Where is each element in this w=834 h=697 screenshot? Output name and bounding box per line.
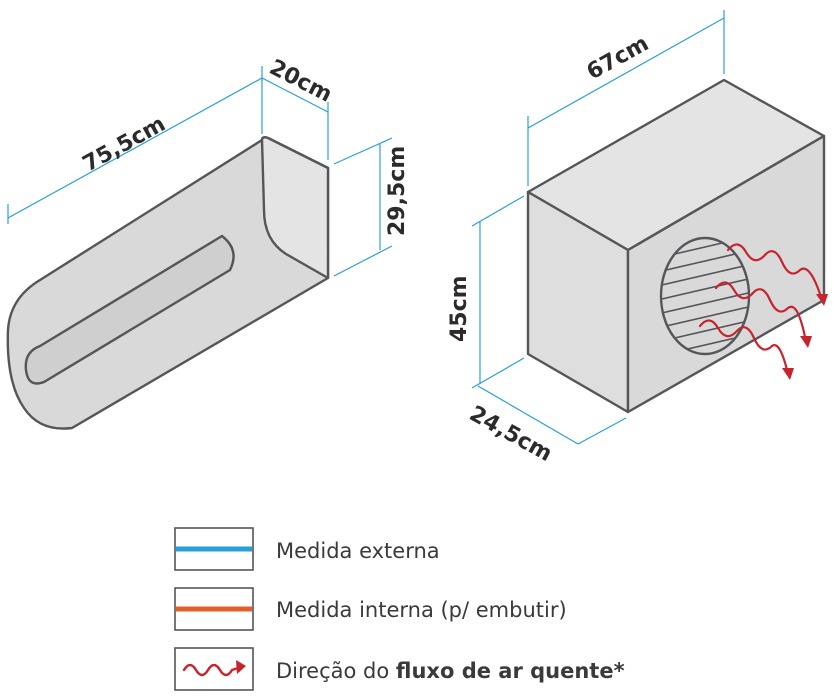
legend-label-airflow: Direção do fluxo de ar quente* [276,659,625,683]
legend-airflow-icon [182,663,240,677]
legend: Medida externa Medida interna (p/ embuti… [174,527,625,691]
outdoor-dimension-lines [471,10,725,445]
outdoor-unit [526,78,826,414]
airflow-arrowhead-2 [800,336,812,348]
airflow-arrowhead-3 [782,368,794,380]
indoor-depth-label: 20cm [265,55,336,108]
legend-item-external: Medida externa [174,527,440,571]
legend-label-internal: Medida interna (p/ embutir) [276,598,567,622]
legend-item-internal: Medida interna (p/ embutir) [174,587,567,631]
legend-label-airflow-bold: fluxo de ar quente* [396,659,625,683]
indoor-unit [6,136,330,430]
outdoor-depth-label: 24,5cm [465,401,556,467]
indoor-dimension-lines [7,66,393,277]
indoor-width-label: 75,5cm [79,112,170,178]
airflow-arrow-1 [726,243,824,302]
legend-label-airflow-prefix: Direção do [276,659,396,683]
legend-airflow-arrowhead [236,660,246,674]
legend-item-airflow: Direção do fluxo de ar quente* [174,647,625,691]
indoor-height-label: 29,5cm [385,146,410,236]
indoor-unit-side [260,136,330,280]
airflow-arrow-2 [714,281,808,344]
airflow-arrow-3 [698,319,790,376]
outdoor-height-label: 45cm [447,275,472,342]
airflow-arrowhead-1 [816,294,828,306]
hot-air-flow-arrows [698,243,828,380]
indoor-unit-air-outlet [24,234,235,385]
legend-label-external: Medida externa [276,539,440,563]
